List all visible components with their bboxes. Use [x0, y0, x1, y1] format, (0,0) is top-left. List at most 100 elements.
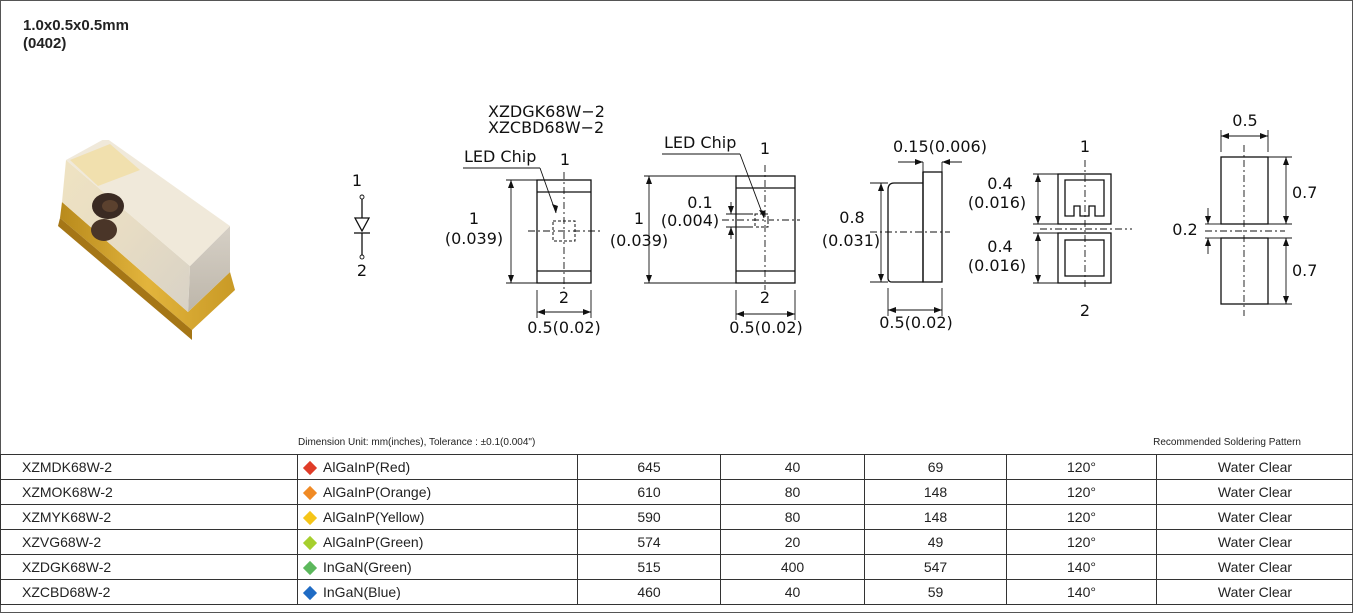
wavelength-cell: 590: [577, 504, 721, 530]
value-cell: 148: [864, 479, 1007, 505]
soldering-pattern: 0.5 0.7 0.2 0.7: [1172, 111, 1317, 316]
material-label: AlGaInP(Orange): [323, 484, 432, 500]
package-title: 1.0x0.5x0.5mm (0402): [23, 17, 129, 53]
material-label: InGaN(Green): [323, 559, 412, 575]
bottom-view-upper-in: (0.016): [968, 193, 1026, 212]
side-view-width: 0.5(0.02): [879, 313, 953, 332]
bottom-view-upper: 0.4: [987, 174, 1012, 193]
lens-color-cell: Water Clear: [1156, 454, 1353, 480]
part-number-cell: XZCBD68W-2: [0, 579, 298, 605]
value-cell: 80: [720, 479, 865, 505]
top-view-1-height-in: (0.039): [445, 229, 503, 248]
part-number-cell: XZVG68W-2: [0, 529, 298, 555]
led-product-image: [58, 140, 235, 340]
viewing-angle-cell: 140°: [1006, 579, 1157, 605]
part-name-2: XZCBD68W−2: [488, 118, 604, 137]
lens-color-cell: Water Clear: [1156, 529, 1353, 555]
top-view-2: LED Chip 1 1 (0.039) 0.1 (0.004) 2 0.5(0…: [610, 133, 803, 337]
color-diamond-icon: [302, 560, 318, 576]
material-label: AlGaInP(Yellow): [323, 509, 425, 525]
material-label: AlGaInP(Green): [323, 534, 424, 550]
material-cell: AlGaInP(Yellow): [297, 504, 578, 530]
value-cell: 80: [720, 504, 865, 530]
bottom-view-pad-1: 1: [1080, 137, 1090, 156]
side-view: 0.15(0.006) 0.8 (0.031) 0.5(0.02): [822, 137, 987, 332]
top-view-1-width: 0.5(0.02): [527, 318, 601, 337]
solder-gap: 0.2: [1172, 220, 1197, 239]
top-view-1-pad-1: 1: [560, 150, 570, 169]
schematic-pin-1-label: 1: [352, 171, 362, 190]
led-chip-label-2: LED Chip: [664, 133, 736, 152]
top-view-2-width: 0.5(0.02): [729, 318, 803, 337]
part-number-cell: XZMOK68W-2: [0, 479, 298, 505]
color-diamond-icon: [302, 485, 318, 501]
value-cell: 40: [720, 454, 865, 480]
top-view-2-height-in: (0.039): [610, 231, 668, 250]
bottom-view-lower: 0.4: [987, 237, 1012, 256]
bottom-view: 1 0.4 (0.016) 0.4 (0.016) 2: [968, 137, 1132, 320]
viewing-angle-cell: 120°: [1006, 504, 1157, 530]
bottom-view-pad-2: 2: [1080, 301, 1090, 320]
side-view-height: 0.8: [839, 208, 864, 227]
viewing-angle-cell: 120°: [1006, 529, 1157, 555]
wavelength-cell: 460: [577, 579, 721, 605]
top-view-1: LED Chip 1 1 (0.039) 2 0.5(0.02): [445, 147, 601, 337]
value-cell: 40: [720, 579, 865, 605]
value-cell: 49: [864, 529, 1007, 555]
lens-color-cell: Water Clear: [1156, 504, 1353, 530]
material-label: AlGaInP(Red): [323, 459, 411, 475]
soldering-note: Recommended Soldering Pattern: [1153, 437, 1301, 448]
lens-color-cell: Water Clear: [1156, 554, 1353, 580]
part-name-1: XZDGK68W−2: [488, 102, 605, 121]
top-view-1-height: 1: [469, 209, 479, 228]
material-cell: InGaN(Blue): [297, 579, 578, 605]
solder-pad-height-bottom: 0.7: [1292, 261, 1317, 280]
diode-schematic-symbol: 1 2: [352, 171, 371, 280]
top-view-2-height: 1: [634, 209, 644, 228]
material-cell: AlGaInP(Orange): [297, 479, 578, 505]
material-cell: InGaN(Green): [297, 554, 578, 580]
viewing-angle-cell: 120°: [1006, 479, 1157, 505]
wavelength-cell: 574: [577, 529, 721, 555]
material-label: InGaN(Blue): [323, 584, 401, 600]
side-view-height-in: (0.031): [822, 231, 880, 250]
value-cell: 20: [720, 529, 865, 555]
chip-size: 0.1: [687, 193, 712, 212]
value-cell: 148: [864, 504, 1007, 530]
schematic-pin-2-label: 2: [357, 261, 367, 280]
part-number-cell: XZMDK68W-2: [0, 454, 298, 480]
chip-size-in: (0.004): [661, 211, 719, 230]
material-cell: AlGaInP(Red): [297, 454, 578, 480]
top-view-2-pad-1: 1: [760, 139, 770, 158]
material-cell: AlGaInP(Green): [297, 529, 578, 555]
dimension-drawing: 1 2 XZDGK68W−2 XZCBD68W−2 LED Chip 1 1 (…: [352, 102, 1318, 337]
color-diamond-icon: [302, 535, 318, 551]
top-view-2-pad-2: 2: [760, 288, 770, 307]
color-diamond-icon: [302, 585, 318, 601]
side-view-top-thickness: 0.15(0.006): [893, 137, 987, 156]
part-number-cell: XZMYK68W-2: [0, 504, 298, 530]
lens-color-cell: Water Clear: [1156, 579, 1353, 605]
value-cell: 59: [864, 579, 1007, 605]
value-cell: 547: [864, 554, 1007, 580]
bottom-view-lower-in: (0.016): [968, 256, 1026, 275]
wavelength-cell: 610: [577, 479, 721, 505]
value-cell: 400: [720, 554, 865, 580]
top-view-1-pad-2: 2: [559, 288, 569, 307]
lens-color-cell: Water Clear: [1156, 479, 1353, 505]
package-size: 1.0x0.5x0.5mm: [23, 17, 129, 34]
solder-width: 0.5: [1232, 111, 1257, 130]
wavelength-cell: 645: [577, 454, 721, 480]
solder-pad-height-top: 0.7: [1292, 183, 1317, 202]
dimension-note: Dimension Unit: mm(inches), Tolerance : …: [298, 437, 536, 448]
color-diamond-icon: [302, 460, 318, 476]
package-code: (0402): [23, 35, 67, 52]
led-chip-label-1: LED Chip: [464, 147, 536, 166]
